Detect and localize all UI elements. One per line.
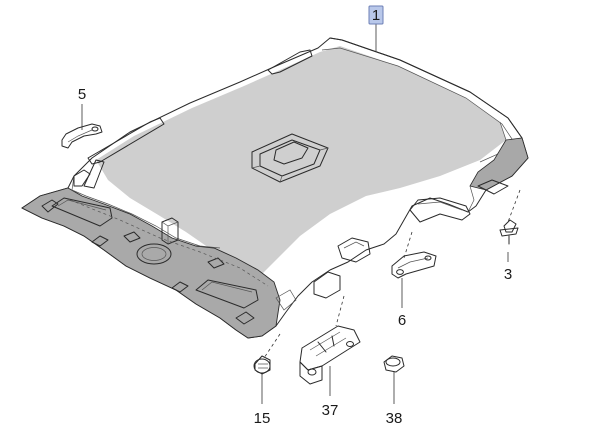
coat-hook-part xyxy=(391,251,437,279)
callout-5-label: 5 xyxy=(78,86,86,103)
callout-3[interactable]: 3 xyxy=(504,266,512,283)
headliner-panel xyxy=(21,37,529,339)
callout-6[interactable]: 6 xyxy=(398,312,406,329)
callout-1[interactable]: 1 xyxy=(368,5,384,25)
callout-15[interactable]: 15 xyxy=(254,410,271,427)
assist-grip-part xyxy=(61,123,103,149)
callout-38-label: 38 xyxy=(386,410,403,427)
callout-1-highlight xyxy=(368,5,384,25)
callout-5[interactable]: 5 xyxy=(78,86,86,103)
callout-37-label: 37 xyxy=(322,402,339,419)
nut-part xyxy=(383,355,405,373)
callout-38[interactable]: 38 xyxy=(386,410,403,427)
clip-part xyxy=(499,219,519,245)
callout-3-label: 3 xyxy=(504,266,512,283)
dome-lamp-opening xyxy=(251,133,329,183)
callout-6-label: 6 xyxy=(398,312,406,329)
callout-15-label: 15 xyxy=(254,410,271,427)
callout-1-label: 1 xyxy=(372,7,380,24)
leader-lines xyxy=(81,24,521,404)
plug-part xyxy=(253,355,271,375)
handle-bracket-part xyxy=(299,325,361,385)
callout-37[interactable]: 37 xyxy=(322,402,339,419)
